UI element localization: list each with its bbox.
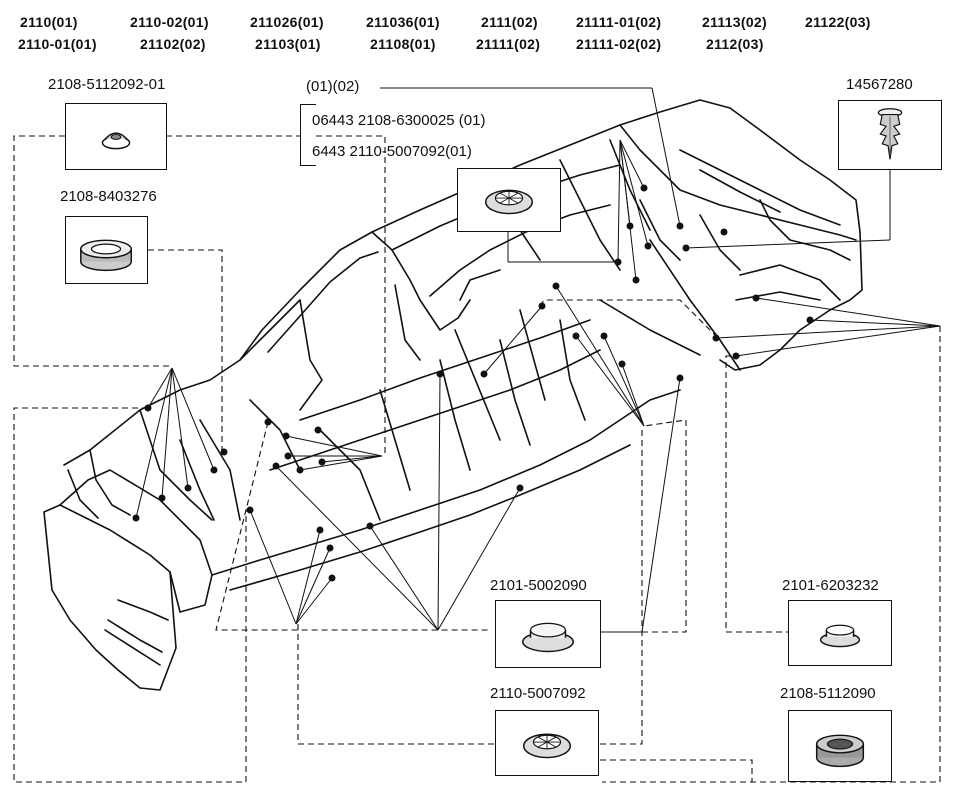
part-box[interactable] — [495, 710, 599, 776]
part-box[interactable] — [495, 600, 601, 668]
header-code: 21122(03) — [805, 14, 871, 30]
part-box[interactable] — [65, 103, 167, 170]
header-code: 2112(03) — [706, 36, 764, 52]
part-number-label: 2110-5007092 — [490, 685, 586, 702]
header-code: 21111-01(02) — [576, 14, 662, 30]
header-code: 2110(01) — [20, 14, 78, 30]
header-code: 21103(01) — [255, 36, 321, 52]
part-number-label: 2101-6203232 — [782, 577, 879, 594]
header-code: 21113(02) — [702, 14, 767, 30]
header-code: 2110-01(01) — [18, 36, 97, 52]
part-number-label: 14567280 — [846, 76, 913, 93]
callout-01-02: (01)(02) — [306, 78, 360, 95]
plug-icon — [522, 622, 574, 653]
grommet-icon — [80, 239, 132, 272]
ref-bracket — [300, 104, 316, 166]
part-box[interactable] — [788, 710, 892, 782]
a-pillar — [239, 231, 421, 361]
fastener-dots — [132, 184, 814, 582]
part-box[interactable] — [838, 100, 942, 170]
ref-line-1: 06443 2108-6300025 (01) — [312, 112, 486, 129]
header-code: 21111(02) — [476, 36, 541, 52]
header-code: 2110-02(01) — [130, 14, 209, 30]
part-box[interactable] — [65, 216, 148, 284]
part-number-label: 2101-5002090 — [490, 577, 587, 594]
plug-icon — [819, 624, 861, 648]
header-code: 211036(01) — [366, 14, 440, 30]
part-number-label: 2108-5112092-01 — [48, 76, 166, 93]
part-box[interactable] — [457, 168, 561, 232]
header-code: 21111-02(02) — [576, 36, 662, 52]
vented-plug-icon — [485, 189, 533, 215]
grommet-icon — [815, 734, 865, 768]
push-clip-icon — [877, 108, 903, 160]
part-number-label: 2108-8403276 — [60, 188, 157, 205]
ref-line-2: 6443 2110-5007092(01) — [312, 143, 472, 160]
header-code: 2111(02) — [481, 14, 538, 30]
part-number-label: 2108-5112090 — [780, 685, 876, 702]
plug-icon — [101, 132, 131, 150]
header-code: 21108(01) — [370, 36, 436, 52]
vented-plug-icon — [523, 733, 571, 759]
front-panel — [43, 504, 177, 691]
header-code: 21102(02) — [140, 36, 206, 52]
rocker-panel — [211, 389, 681, 576]
part-box[interactable] — [788, 600, 892, 666]
header-code: 211026(01) — [250, 14, 324, 30]
rear-quarter — [619, 124, 857, 241]
